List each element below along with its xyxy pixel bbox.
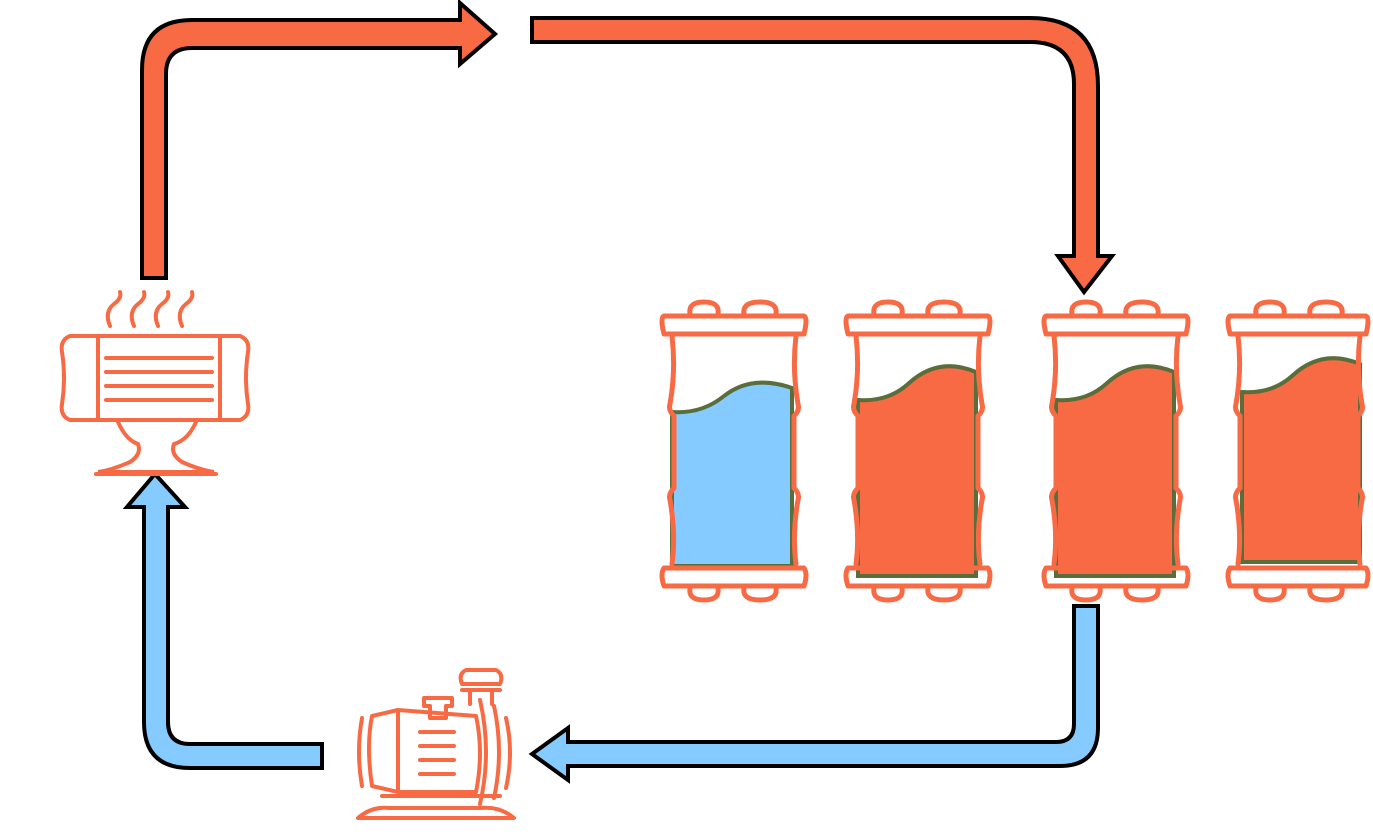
flow-top-to-tank-3 [530,16,1117,296]
storage-tanks [659,299,1371,603]
cold-pipe-left [122,470,324,770]
hot-pipe-left [140,0,499,280]
heater-body [59,334,251,422]
storage-tank-icon [843,299,993,603]
flow-tank-3-to-pump [528,604,1100,784]
storage-tank-icon [1041,299,1191,603]
tank-liquid [1054,364,1176,578]
steam-wave-1 [105,290,123,328]
storage-tank-2 [843,299,993,603]
storage-tank-3 [1041,299,1191,603]
pump-outlet [422,696,454,720]
tank-liquid [670,380,794,568]
steam-wave-3 [153,290,171,328]
pump-intake [458,668,504,686]
flow-heater-to-top [140,0,499,280]
storage-tank-icon [659,299,809,603]
storage-tank-4 [1225,299,1371,603]
pump-body [367,708,482,794]
heater-stand [97,420,215,474]
pump-icon [356,668,516,820]
storage-tank-1 [659,299,809,603]
cold-pipe-right [528,604,1100,784]
heater-icon [59,290,251,476]
hot-pipe-right [530,16,1117,296]
tank-liquid [1240,356,1362,564]
steam-wave-2 [129,290,147,328]
storage-tank-icon [1225,299,1371,603]
flow-pump-to-heater [122,470,324,770]
steam-wave-4 [177,290,195,328]
tank-liquid [856,364,978,578]
